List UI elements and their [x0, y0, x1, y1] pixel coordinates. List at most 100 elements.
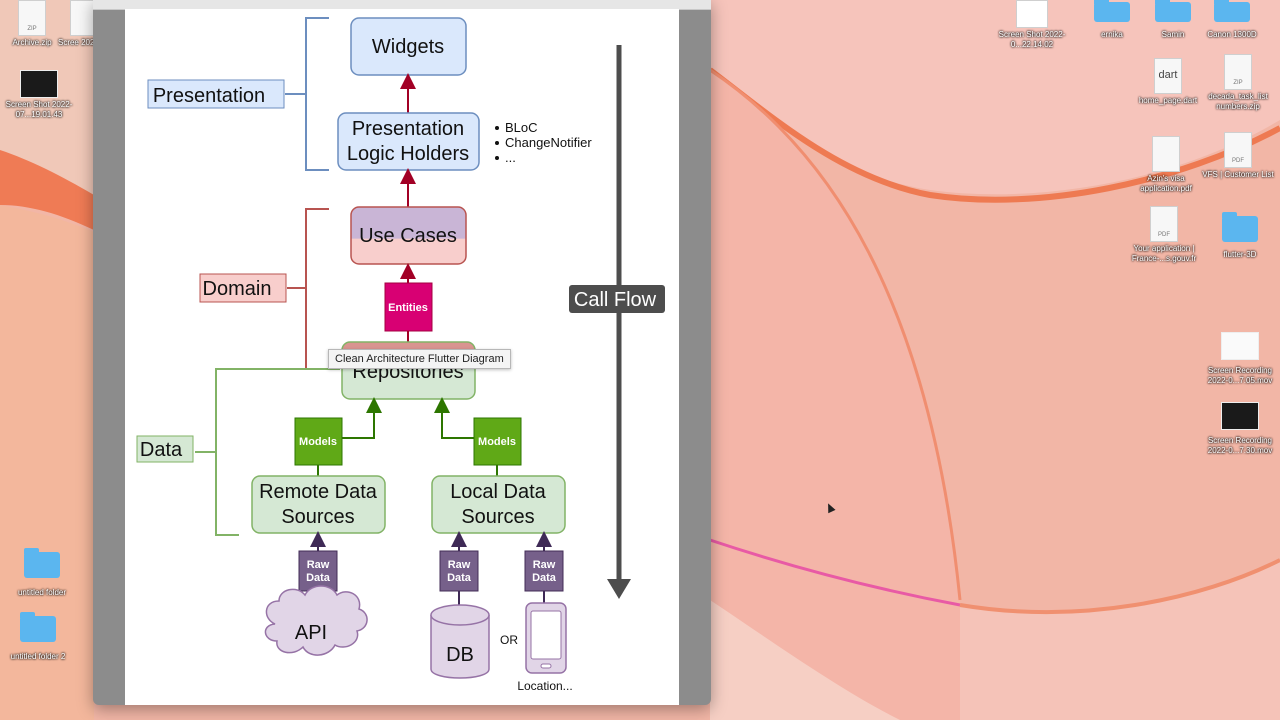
zip-file-icon: ZIP: [1224, 54, 1252, 90]
desktop-icon-label: ernika: [1101, 30, 1123, 39]
desktop-icon-screenshot-19[interactable]: Screen Shot 2022-07...19.01.43: [0, 70, 79, 120]
bullet-changenotifier: ChangeNotifier: [505, 135, 592, 150]
desktop-icon-vfs-customer[interactable]: PDF VFS | Customer List: [1198, 132, 1278, 180]
raw-data-2-label-a: Raw: [448, 559, 471, 571]
raw-data-2-label-b: Data: [447, 572, 472, 584]
desktop-icon-recording-7-30[interactable]: Screen Recording 2022-0...7.30.mov: [1200, 402, 1280, 456]
folder-icon: [1155, 0, 1191, 22]
call-flow-label-box: [569, 285, 665, 313]
presentation-bracket: [285, 17, 329, 171]
arrow-models-left-to-repo: [342, 397, 382, 439]
dart-file-icon: dart: [1154, 58, 1182, 94]
desktop-icon-recording-7-05[interactable]: Screen Recording 2022-0...7.05.mov: [1200, 332, 1280, 386]
desktop-icon-france-application[interactable]: PDF Your application | France-...s.gouv.…: [1124, 206, 1204, 264]
desktop-icon-label: decada_task_list numbers.zip: [1208, 92, 1268, 111]
folder-icon: [1214, 0, 1250, 22]
remote-label-line2: Sources: [281, 506, 354, 528]
desktop-icon-samin[interactable]: Samin: [1133, 0, 1213, 40]
desktop-icon-label: Screen Recording 2022-0...7.05.mov: [1207, 366, 1273, 385]
models-right-box: [473, 417, 522, 466]
domain-bracket: [287, 208, 329, 370]
db-cylinder-top: [430, 604, 490, 626]
folder-icon: [20, 612, 56, 642]
local-label-line2: Sources: [461, 506, 534, 528]
arrow-models-right-to-repo: [434, 397, 474, 439]
bullet-ellipsis: ...: [505, 150, 516, 165]
screenshot-thumbnail-icon: [20, 70, 58, 98]
desktop-icon-label: Screen Shot 2022-0...22.14.02: [998, 30, 1066, 49]
presentation-layer-label-box: [147, 79, 285, 109]
desktop-icon-canon[interactable]: Canon 1300D: [1192, 0, 1272, 40]
desktop-icon-untitled-folder-2[interactable]: untitled folder 2: [0, 612, 78, 662]
desktop-icon-label: VFS | Customer List: [1202, 170, 1274, 179]
raw-data-1-box: [298, 550, 338, 592]
logic-holders-label-line2: Logic Holders: [347, 143, 469, 165]
video-file-icon: [1221, 402, 1259, 430]
desktop-icon-label: Your application | France-...s.gouv.fr: [1131, 244, 1197, 263]
phone-home-button: [540, 663, 552, 669]
desktop-icon-label: untitled folder 2: [10, 652, 66, 661]
api-label: API: [295, 622, 327, 644]
desktop-icon-label: Azin's visa application.pdf: [1140, 174, 1192, 193]
desktop-icon-azin-visa[interactable]: Azin's visa application.pdf: [1126, 136, 1206, 194]
widgets-label: Widgets: [372, 36, 444, 58]
desktop-icon-label: Samin: [1161, 30, 1185, 39]
location-label: Location...: [517, 679, 572, 693]
data-layer-label-box: [136, 435, 194, 463]
desktop-icon-archive[interactable]: ZIP Archive.zip: [0, 0, 72, 48]
desktop-icon-ernika[interactable]: ernika: [1072, 0, 1152, 40]
folder-icon: [1094, 0, 1130, 22]
desktop-icon-label: Scree 2022-0: [57, 38, 107, 47]
diagram-page: Presentation Domain Data Widgets Present…: [125, 9, 679, 705]
entities-label: Entities: [388, 302, 428, 314]
domain-layer-label: Domain: [203, 278, 272, 300]
use-cases-label: Use Cases: [359, 225, 457, 247]
call-flow-label: Call Flow: [574, 289, 657, 311]
api-cloud-icon: [264, 585, 368, 656]
desktop-icon-screenshot-22[interactable]: Screen Shot 2022-0...22.14.02: [992, 0, 1072, 50]
desktop-icon-label: Canon 1300D: [1207, 30, 1257, 39]
pdf-file-icon: [1152, 136, 1180, 172]
folder-icon: [1222, 212, 1258, 242]
desktop-icon-label: Screen Recording 2022-0...7.30.mov: [1207, 436, 1273, 455]
video-file-icon: [1221, 332, 1259, 360]
folder-icon: [24, 548, 60, 578]
desktop-icon-label: untitled folder: [17, 588, 67, 597]
phone-screen: [530, 610, 562, 660]
desktop-icon-label: home_page.dart: [1138, 96, 1198, 105]
desktop-icon-label: Archive.zip: [12, 38, 52, 47]
db-cylinder-icon: [430, 615, 490, 679]
raw-data-1-label-a: Raw: [307, 559, 330, 571]
raw-data-3-box: [524, 550, 564, 592]
screenshot-thumbnail-icon: [1016, 0, 1048, 28]
models-right-label: Models: [478, 436, 516, 448]
desktop-icon-label: Screen Shot 2022-07...19.01.43: [5, 100, 73, 119]
image-viewer-window: Presentation Domain Data Widgets Present…: [93, 0, 711, 705]
bullet-bloc: BLoC: [505, 120, 538, 135]
pdf-file-icon: PDF: [1150, 206, 1178, 242]
desktop-icon-flutter-3d[interactable]: flutter-3D: [1200, 212, 1280, 260]
call-flow-arrowhead: [607, 579, 631, 599]
local-label-line1: Local Data: [450, 481, 546, 503]
entities-box: [384, 282, 433, 332]
db-label: DB: [446, 644, 474, 666]
remote-label-line1: Remote Data: [259, 481, 378, 503]
desktop-icon-untitled-folder[interactable]: untitled folder: [2, 548, 82, 598]
data-layer-label: Data: [140, 439, 183, 461]
bullet-dot: [495, 141, 499, 145]
pdf-file-icon: PDF: [1224, 132, 1252, 168]
desktop-icon-decada-zip[interactable]: ZIP decada_task_list numbers.zip: [1198, 54, 1278, 112]
or-label: OR: [500, 633, 518, 647]
screenshot-file-icon: [70, 0, 94, 36]
raw-data-1-label-b: Data: [306, 572, 331, 584]
desktop-icon-label: flutter-3D: [1223, 250, 1257, 259]
clean-architecture-diagram: Presentation Domain Data Widgets Present…: [136, 17, 665, 693]
desktop-icon-home-page-dart[interactable]: dart home_page.dart: [1128, 58, 1208, 106]
raw-data-2-box: [439, 550, 479, 592]
local-data-sources-box: [431, 475, 566, 534]
raw-data-3-label-b: Data: [532, 572, 557, 584]
logic-holders-label-line1: Presentation: [352, 118, 464, 140]
raw-data-3-label-a: Raw: [533, 559, 556, 571]
domain-layer-label-box: [199, 273, 287, 303]
image-tooltip: Clean Architecture Flutter Diagram: [328, 349, 511, 369]
